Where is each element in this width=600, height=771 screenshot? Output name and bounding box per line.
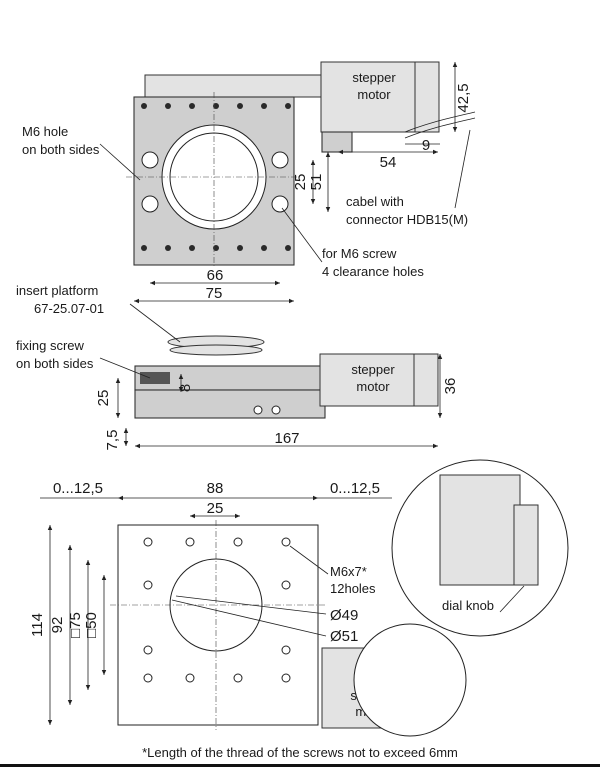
side-motor-label-1: stepper [351, 362, 395, 377]
side-dim-8: 8 [177, 384, 194, 392]
side-dim-36: 36 [442, 378, 459, 395]
side-dim-7-5: 7,5 [104, 430, 121, 451]
side-callout-fixing-2: on both sides [16, 356, 94, 371]
bottom-dim-88: 88 [207, 480, 224, 497]
detail-motor-housing [439, 474, 521, 586]
top-callout-screw-2: 4 clearance holes [322, 264, 424, 279]
top-motor-dial [414, 61, 440, 133]
side-fixing-screw [140, 372, 170, 384]
bottom-dim-dia49: Ø49 [330, 607, 358, 624]
top-view: stepper motor 42,5 54 9 25 [22, 61, 476, 304]
side-view: stepper motor insert platform 67-25.07-0… [16, 283, 459, 450]
top-motor-housing [320, 61, 432, 133]
top-dim-66: 66 [207, 267, 224, 284]
top-callout-screw-1: for M6 screw [322, 246, 397, 261]
top-stage-rail [144, 74, 324, 98]
side-callout-insert-1: insert platform [16, 283, 98, 298]
top-dim-42-5: 42,5 [455, 83, 472, 112]
bottom-rule [0, 764, 600, 767]
side-motor-label-2: motor [356, 379, 390, 394]
side-dim-25: 25 [95, 390, 112, 407]
top-dim-9: 9 [422, 137, 430, 154]
top-dim-51: 51 [308, 174, 325, 191]
bottom-callout-m6x7-1: M6x7* [330, 564, 367, 579]
bottom-dim-sq50: □50 [83, 612, 100, 638]
bottom-view: 0...12,5 88 0...12,5 25 stepper motor M6… [29, 459, 569, 737]
top-m6-hole-left-lower [141, 195, 159, 213]
top-mounting-holes [141, 103, 291, 251]
top-cable [404, 111, 476, 133]
bottom-callout-m6x7-2: 12holes [330, 581, 376, 596]
top-callout-cable-1: cabel with [346, 194, 404, 209]
bottom-dim-25: 25 [207, 500, 224, 517]
bottom-dim-92: 92 [49, 617, 66, 634]
top-dim-75: 75 [206, 285, 223, 302]
bottom-mounting-holes [143, 537, 291, 683]
top-m6-hole-left-upper [141, 151, 159, 169]
top-m6-hole-right-lower [271, 195, 289, 213]
top-callout-m6-hole-2: on both sides [22, 142, 100, 157]
bottom-dim-114: 114 [29, 613, 46, 637]
side-callout-insert-2: 67-25.07-01 [34, 301, 104, 316]
bottom-dim-range-right: 0...12,5 [330, 480, 380, 497]
top-dim-54: 54 [380, 154, 397, 171]
bottom-dim-range-left: 0...12,5 [53, 480, 103, 497]
top-dim-25: 25 [292, 174, 309, 191]
bottom-dim-sq75: □75 [67, 612, 84, 638]
side-stage-lower [134, 389, 326, 419]
side-dim-167: 167 [274, 430, 299, 447]
bottom-dim-dia51: Ø51 [330, 628, 358, 645]
detail-small-circle [353, 623, 467, 737]
top-m6-hole-right-upper [271, 151, 289, 169]
top-motor-mount [321, 131, 353, 153]
detail-dial-knob [513, 504, 539, 586]
top-motor-label-1: stepper [352, 70, 396, 85]
detail-label-dial-knob: dial knob [442, 598, 494, 613]
top-callout-cable-2: connector HDB15(M) [346, 212, 468, 227]
side-motor-dial [413, 353, 439, 407]
top-motor-label-2: motor [357, 87, 391, 102]
side-callout-fixing-1: fixing screw [16, 338, 85, 353]
footnote: *Length of the thread of the screws not … [142, 745, 458, 760]
top-callout-m6-hole-1: M6 hole [22, 124, 68, 139]
